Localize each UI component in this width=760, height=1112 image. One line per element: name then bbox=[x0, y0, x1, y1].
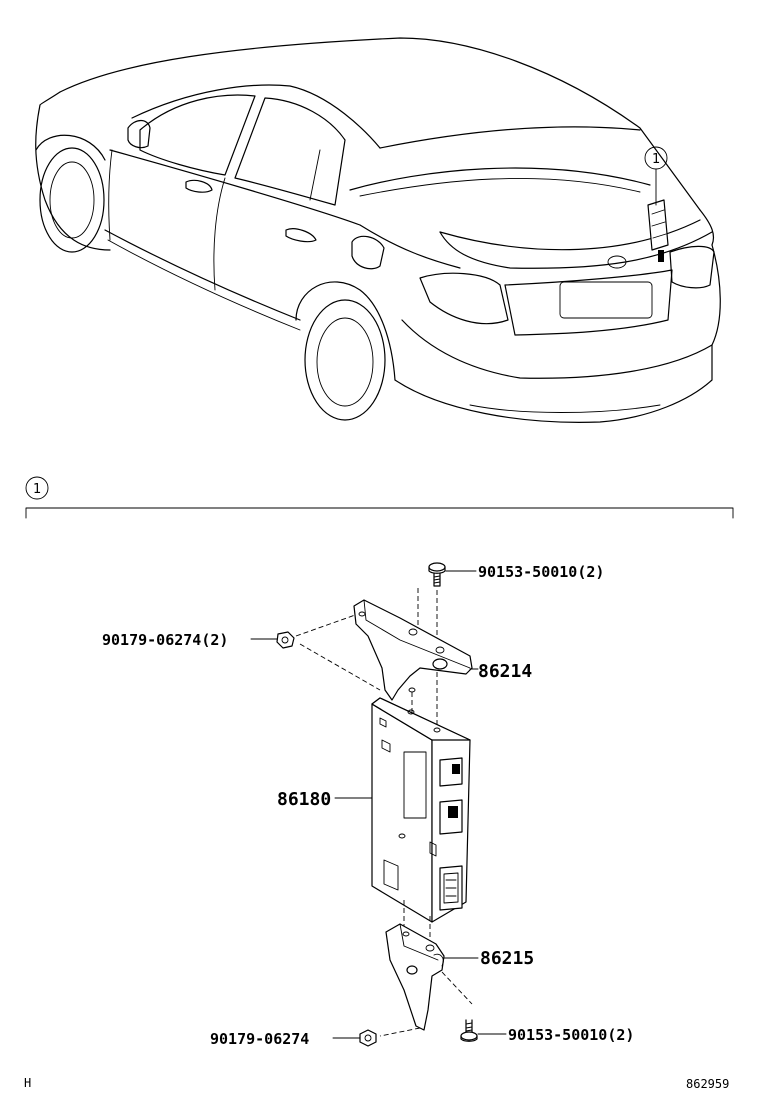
bolt-bottom-icon bbox=[460, 1019, 478, 1042]
module-86180-icon bbox=[371, 697, 471, 923]
nut-left-icon bbox=[276, 631, 295, 649]
callout-number: 1 bbox=[652, 152, 660, 167]
section-number: 1 bbox=[33, 482, 41, 497]
label-module: 86180 bbox=[277, 789, 331, 810]
label-nut-left: 90179-06274(2) bbox=[102, 631, 228, 649]
label-bracket-upper: 86214 bbox=[478, 661, 532, 682]
bracket-86214-icon bbox=[353, 599, 473, 701]
label-bolt-bottom: 90153-50010(2) bbox=[508, 1026, 634, 1044]
car-illustration bbox=[35, 37, 721, 423]
bolt-top-icon bbox=[428, 562, 446, 587]
exploded-view bbox=[250, 562, 507, 1047]
footer-right-code: 862959 bbox=[686, 1077, 729, 1091]
label-bolt-top: 90153-50010(2) bbox=[478, 563, 604, 581]
footer-left-code: H bbox=[24, 1076, 31, 1090]
section-header: 1 bbox=[25, 476, 734, 519]
nut-bottom-icon bbox=[359, 1029, 377, 1047]
label-bracket-lower: 86215 bbox=[480, 948, 534, 969]
label-nut-bottom: 90179-06274 bbox=[210, 1030, 309, 1048]
bracket-86215-icon bbox=[385, 923, 445, 1031]
location-callout: 1 bbox=[644, 146, 668, 206]
